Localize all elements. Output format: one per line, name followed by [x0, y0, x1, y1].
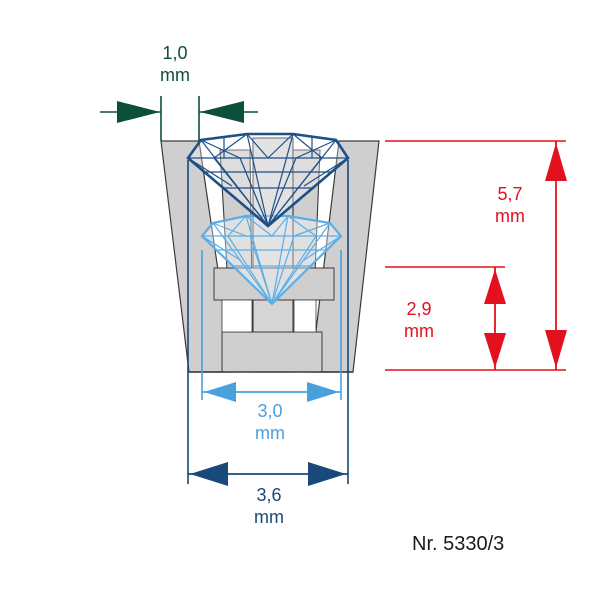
outer-diameter-unit: mm	[254, 507, 284, 527]
arrow-up-head	[545, 143, 567, 181]
wall-thickness-value: 1,0	[162, 43, 188, 63]
arrow-right-dark	[308, 462, 346, 486]
window-left-top	[221, 299, 253, 333]
reference-number: Nr. 5330/3	[412, 533, 505, 555]
wall-thickness-unit: mm	[160, 65, 190, 85]
inner-height-label: 2,9 mm	[394, 298, 444, 342]
total-height-unit: mm	[495, 206, 525, 226]
outer-diameter-value: 3,6	[256, 485, 282, 505]
cone-setting	[160, 137, 380, 373]
arrow-up-head-small	[484, 269, 506, 304]
inner-diameter-unit: mm	[255, 423, 285, 443]
inner-diameter-value: 3,0	[257, 401, 283, 421]
outer-diameter-label: 3,6 mm	[244, 484, 294, 528]
large-stone-wireframe	[186, 132, 350, 228]
total-height-label: 5,7 mm	[485, 183, 535, 227]
arrow-right-light	[307, 382, 339, 402]
window-right-top	[293, 299, 317, 333]
inner-height-unit: mm	[404, 321, 434, 341]
arrow-down-head-small	[484, 333, 506, 368]
small-stone-wireframe	[200, 214, 343, 306]
arrow-left-light	[204, 382, 236, 402]
wall-thickness-label: 1,0 mm	[150, 42, 200, 86]
crossbar-lower	[221, 331, 323, 373]
arrow-left-dark	[190, 462, 228, 486]
inner-height-value: 2,9	[406, 299, 432, 319]
inner-diameter-dimension	[201, 250, 342, 402]
arrow-right-head	[117, 101, 160, 123]
outer-diameter-dimension	[187, 160, 349, 486]
arrow-down-head	[545, 330, 567, 368]
arrow-left-head	[200, 101, 244, 123]
inner-height-dimension	[385, 266, 506, 370]
wall-thickness-dimension	[100, 96, 258, 141]
inner-diameter-label: 3,0 mm	[245, 400, 295, 444]
total-height-value: 5,7	[497, 184, 523, 204]
total-height-dimension	[385, 140, 567, 371]
